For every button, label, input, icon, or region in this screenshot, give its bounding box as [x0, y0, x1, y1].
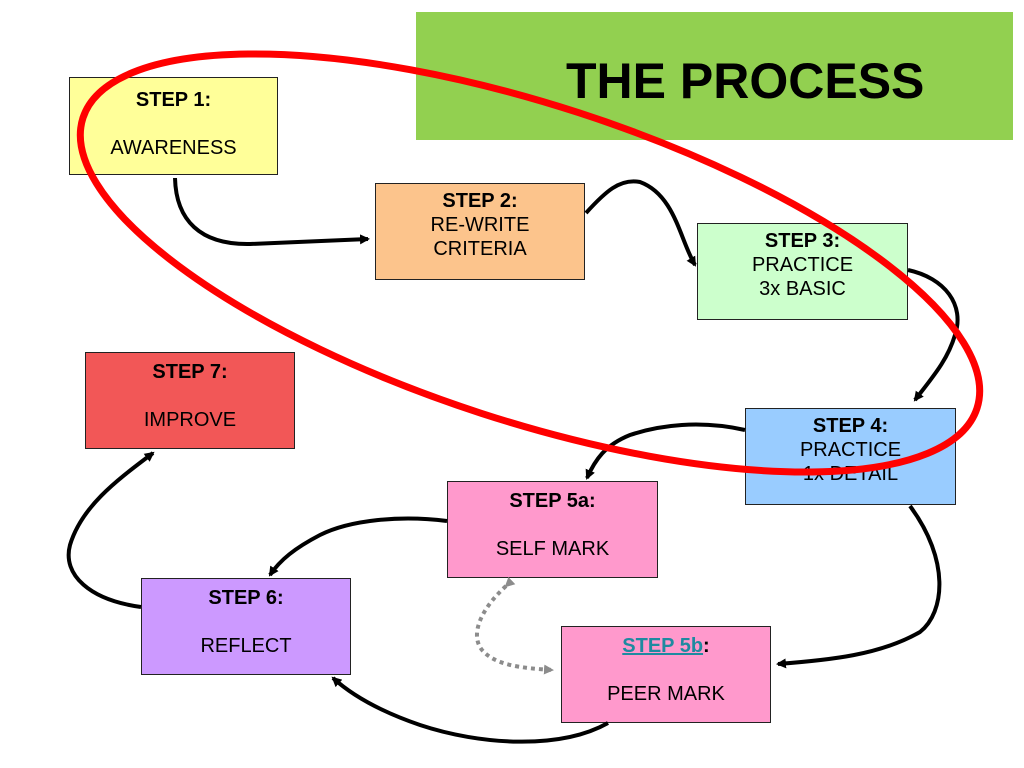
step-1-text: AWARENESS — [110, 137, 237, 159]
dotted-arrow-step5a-step5b — [474, 576, 554, 675]
step-6-box: STEP 6: REFLECT — [141, 578, 351, 675]
step-7-box: STEP 7: IMPROVE — [85, 352, 295, 449]
arrow-step1-to-step2 — [173, 177, 370, 247]
step-2-box: STEP 2: RE-WRITE CRITERIA — [375, 183, 585, 280]
step-7-text: IMPROVE — [143, 409, 237, 431]
arrow-step3-to-step4 — [907, 268, 960, 402]
step-5b-link[interactable]: STEP 5b — [622, 635, 704, 657]
step-3-line2: 3x BASIC — [759, 278, 846, 300]
step-5b-box: STEP 5b: PEER MARK — [561, 626, 771, 723]
step-4-label: STEP 4: — [812, 415, 889, 437]
step-5a-box: STEP 5a: SELF MARK — [447, 481, 658, 578]
step-5a-text: SELF MARK — [495, 538, 610, 560]
step-3-label: STEP 3: — [764, 230, 841, 252]
step-5a-label: STEP 5a: — [509, 490, 596, 512]
step-3-box: STEP 3: PRACTICE 3x BASIC — [697, 223, 908, 320]
step-7-label: STEP 7: — [152, 361, 228, 383]
step-4-box: STEP 4: PRACTICE 1x DETAIL — [745, 408, 956, 505]
step-3-line1: PRACTICE — [751, 254, 854, 276]
step-1-box: STEP 1: AWARENESS — [69, 77, 278, 175]
arrow-step4-to-step5a — [585, 422, 746, 480]
step-2-label: STEP 2: — [442, 190, 518, 212]
title-banner: THE PROCESS — [416, 12, 1013, 140]
arrow-step5a-to-step6 — [268, 516, 448, 577]
arrow-step2-to-step3 — [584, 179, 697, 267]
step-1-label: STEP 1: — [135, 89, 212, 111]
step-6-label: STEP 6: — [208, 587, 284, 609]
arrow-step4-to-step5b — [776, 504, 942, 669]
page-title: THE PROCESS — [566, 53, 925, 109]
step-2-line2: CRITERIA — [433, 238, 527, 260]
step-4-line1: PRACTICE — [799, 439, 902, 461]
step-2-line1: RE-WRITE — [430, 214, 530, 236]
step-4-line2: 1x DETAIL — [802, 463, 899, 485]
step-6-text: REFLECT — [200, 635, 292, 657]
step-5b-text: PEER MARK — [607, 683, 725, 705]
step-5b-colon: : — [703, 635, 710, 657]
